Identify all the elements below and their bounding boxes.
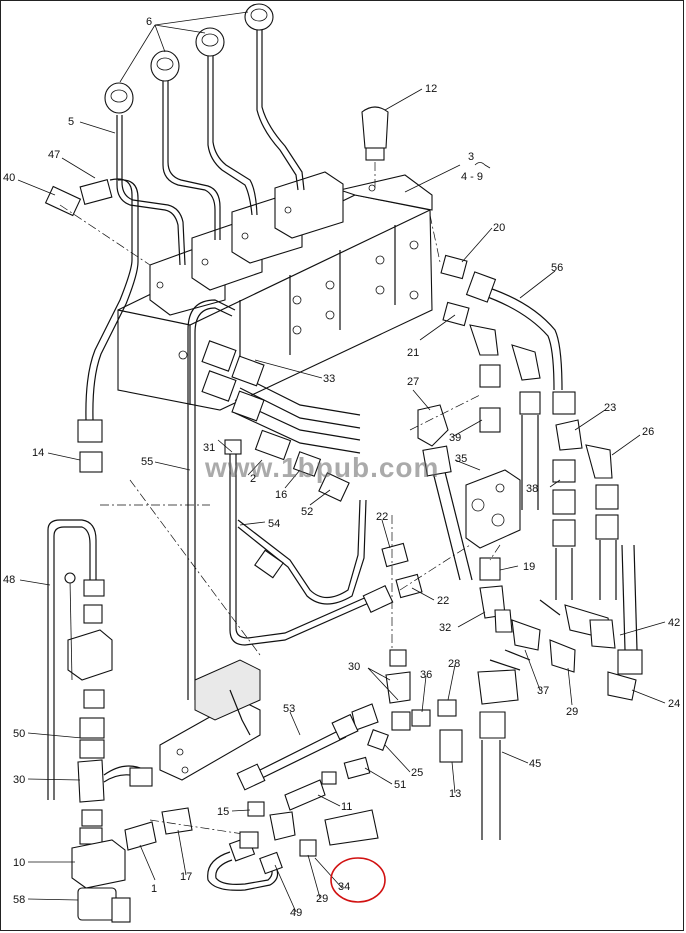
callout-5: 5 (68, 116, 74, 128)
callout-10: 10 (13, 857, 25, 869)
callout-labels: 6 5 47 40 12 3 4 - 9 20 56 21 33 27 23 2… (3, 16, 680, 919)
valve-bank (117, 171, 433, 411)
callout-32: 32 (439, 622, 451, 634)
callout-2: 2 (250, 473, 256, 485)
lower-cluster (236, 649, 463, 857)
callout-21: 21 (407, 347, 419, 359)
callout-30-right: 30 (348, 661, 360, 673)
callout-45: 45 (529, 758, 541, 770)
callout-52: 52 (301, 506, 313, 518)
callout-3: 3 (468, 151, 474, 163)
central-tubes (187, 299, 394, 700)
callout-40: 40 (3, 172, 15, 184)
middle-fittings (381, 542, 637, 840)
callout-25: 25 (411, 767, 423, 779)
control-levers (104, 3, 305, 266)
callout-51: 51 (394, 779, 406, 791)
callout-6: 6 (146, 16, 152, 28)
left-hose (44, 178, 151, 473)
center-lines (129, 214, 501, 656)
callout-11: 11 (341, 801, 352, 813)
leader-lines (17, 11, 666, 913)
callout-37: 37 (537, 685, 549, 697)
callout-29-right: 29 (566, 706, 578, 718)
callout-54: 54 (268, 518, 280, 530)
callout-20: 20 (493, 222, 505, 234)
callout-26: 26 (642, 426, 654, 438)
callout-14: 14 (32, 447, 44, 459)
callout-50: 50 (13, 728, 25, 740)
callout-27: 27 (407, 376, 419, 388)
callout-29-lower: 29 (316, 893, 328, 905)
u-tube (207, 801, 296, 891)
callout-53: 53 (283, 703, 295, 715)
highlight-circle (330, 857, 386, 903)
callout-24: 24 (668, 698, 680, 710)
callout-23: 23 (604, 402, 616, 414)
callout-17: 17 (180, 871, 192, 883)
callout-39: 39 (449, 432, 461, 444)
callout-31: 31 (203, 442, 215, 454)
callout-15: 15 (217, 806, 229, 818)
callout-49: 49 (290, 907, 302, 919)
bank-hoses (201, 340, 361, 477)
callout-22-upper: 22 (376, 511, 388, 523)
callout-38: 38 (526, 483, 538, 495)
callout-55: 55 (141, 456, 153, 468)
callout-34: 34 (338, 881, 350, 893)
callout-56: 56 (551, 262, 563, 274)
callout-58: 58 (13, 894, 25, 906)
callout-47: 47 (48, 149, 60, 161)
callout-13: 13 (449, 788, 461, 800)
callout-30-left: 30 (13, 774, 25, 786)
callout-35: 35 (455, 453, 467, 465)
hose-45 (539, 599, 561, 616)
callout-16: 16 (275, 489, 287, 501)
mount-bracket (159, 659, 261, 781)
callout-22-lower: 22 (437, 595, 449, 607)
callout-42: 42 (668, 617, 680, 629)
callout-36: 36 (420, 669, 432, 681)
callout-4-9: 4 - 9 (461, 171, 483, 183)
left-assembly (47, 504, 251, 923)
callout-33: 33 (323, 373, 335, 385)
callout-28: 28 (448, 658, 460, 670)
watermark: www.1bpub.com (204, 452, 439, 483)
callout-48: 48 (3, 574, 15, 586)
relief-cartridge (361, 106, 389, 190)
callout-1: 1 (151, 883, 157, 895)
callout-19: 19 (523, 561, 535, 573)
right-hoses (417, 254, 643, 675)
callout-12: 12 (425, 83, 437, 95)
